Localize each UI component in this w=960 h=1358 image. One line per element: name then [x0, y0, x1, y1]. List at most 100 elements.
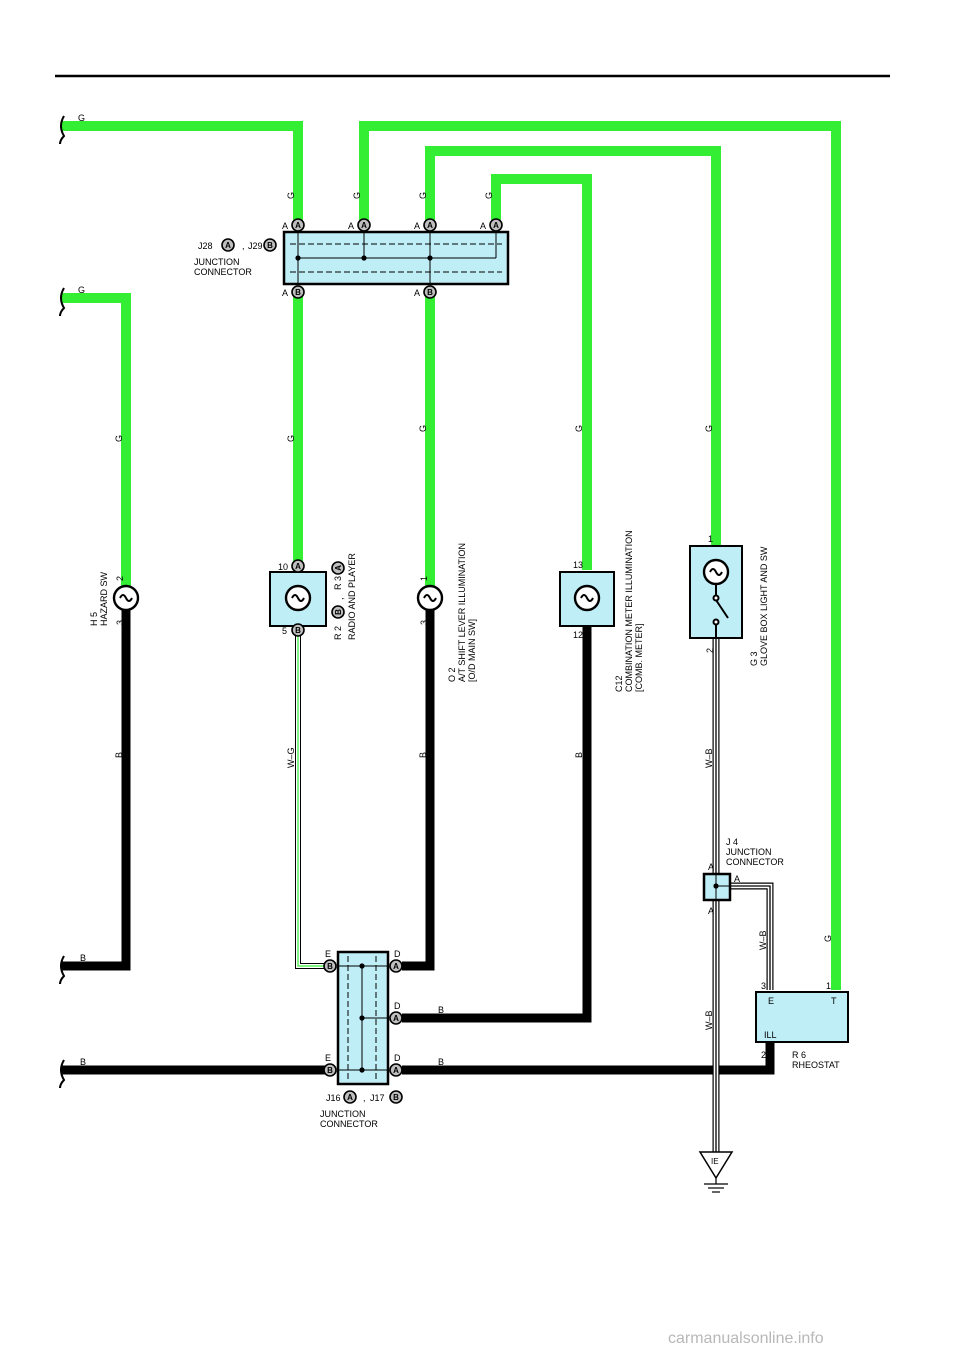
wire-label: B — [574, 752, 584, 758]
wire-label: W–B — [758, 930, 768, 950]
pin-label: 10 — [278, 562, 288, 572]
pin-letter: B — [427, 288, 433, 297]
wire-label: G — [418, 192, 428, 199]
wire-label: G — [78, 113, 85, 123]
pin-letter: B — [295, 288, 301, 297]
glovebox-switch-icon — [712, 584, 729, 638]
pin-label: A — [708, 862, 714, 872]
j16-line1: JUNCTION — [320, 1109, 366, 1119]
pin-label: D — [394, 1053, 401, 1063]
connector-letters: A A A A B B A B A B B A A B A A B — [225, 221, 499, 1102]
pin-label: A — [734, 874, 740, 884]
o2-name: A/T SHIFT LEVER ILLUMINATION — [457, 543, 467, 682]
junction-connector-j28 — [282, 230, 510, 286]
black-wires — [62, 610, 775, 1075]
pin-label: A — [414, 221, 420, 231]
pin-letter: B — [334, 609, 343, 615]
comma: , — [242, 241, 245, 251]
g3-name: GLOVE BOX LIGHT AND SW — [759, 546, 769, 666]
r2-name: RADIO AND PLAYER — [347, 553, 357, 640]
pin-label: A — [414, 288, 420, 298]
pin-letter: A — [225, 241, 231, 250]
pin-letter: B — [327, 962, 333, 971]
r6-name: RHEOSTAT — [792, 1060, 840, 1070]
j16-line2: CONNECTOR — [320, 1119, 378, 1129]
r3-code: R 3 — [333, 576, 343, 590]
wire-label: G — [484, 192, 494, 199]
j4-line2: CONNECTOR — [726, 857, 784, 867]
wire-g-to-glovebox — [425, 146, 721, 546]
pin-letter: A — [427, 221, 433, 230]
j29-code: J29 — [248, 241, 263, 251]
pin-label: 12 — [573, 630, 583, 640]
pin-letter: A — [295, 562, 301, 571]
r6-code: R 6 — [792, 1050, 806, 1060]
comma: , — [335, 597, 345, 600]
ground-label: IE — [711, 1157, 719, 1166]
wire-w-g — [295, 636, 332, 969]
j28-line1: JUNCTION — [194, 257, 240, 267]
pin-label: A — [348, 221, 354, 231]
c12-code: C12 — [614, 675, 624, 692]
pin-label: 2 — [115, 576, 125, 581]
wire-b-comb-meter — [402, 622, 592, 1023]
wire-label: G — [823, 935, 833, 942]
wire-label: G — [574, 425, 584, 432]
pin-letter: A — [334, 565, 343, 571]
wire-label: B — [114, 752, 124, 758]
wire-label: G — [286, 435, 296, 442]
wire-label: G — [352, 192, 362, 199]
pin-letter: B — [267, 241, 273, 250]
g3-code: G 3 — [749, 651, 759, 666]
pin-label: 13 — [573, 560, 583, 570]
pin-letter: B — [327, 1066, 333, 1075]
wire-label: B — [80, 1057, 86, 1067]
pin-letter: A — [393, 1066, 399, 1075]
wire-break-icon — [59, 115, 66, 1089]
comma: , — [363, 1093, 366, 1103]
wire-g-to-hazard — [62, 293, 131, 586]
junction-connector-j16 — [336, 950, 390, 1086]
pin-label: E — [325, 949, 331, 959]
wire-b-rheostat — [402, 1042, 775, 1075]
pin-labels: A A A A A A 10 5 13 12 1 E D D E D A A A… — [242, 221, 837, 1166]
wire-labels: G G B B B B — [78, 113, 444, 1067]
pin-letter: A — [493, 221, 499, 230]
h5-name: HAZARD SW — [99, 571, 109, 626]
pin-label: D — [394, 949, 401, 959]
wire-label: G — [286, 192, 296, 199]
pin-label: 1 — [708, 534, 713, 544]
pin-label: T — [831, 996, 837, 1006]
radio-box — [269, 571, 327, 627]
junction-connector-j4 — [702, 872, 732, 902]
wire-label: G — [704, 425, 714, 432]
pin-label: 2 — [705, 648, 715, 653]
component-labels: J28 J29 JUNCTION CONNECTOR J16 J17 JUNCT… — [194, 241, 840, 1129]
pin-letter: B — [295, 626, 301, 635]
pin-label: A — [282, 288, 288, 298]
pin-label: 1 — [419, 576, 429, 581]
wire-g-top-left — [62, 121, 303, 226]
wire-label: G — [114, 435, 124, 442]
bulb-filament-icon — [119, 568, 723, 602]
wire-label: B — [438, 1005, 444, 1015]
pin-label: A — [708, 906, 714, 916]
j4-code: J 4 — [726, 837, 738, 847]
wire-label: W–G — [286, 747, 296, 768]
j4-line1: JUNCTION — [726, 847, 772, 857]
pin-label: 2 — [761, 1050, 766, 1060]
pin-label: 5 — [282, 626, 287, 636]
pin-letter: B — [393, 1093, 399, 1102]
o2-sub: [O/D MAIN SW] — [467, 619, 477, 682]
pin-label: 3 — [761, 981, 766, 991]
c12-sub: [COMB. METER] — [634, 623, 644, 692]
j16-code: J16 — [326, 1093, 341, 1103]
j17-code: J17 — [370, 1093, 385, 1103]
wire-label: W–B — [704, 1010, 714, 1030]
pin-label: 3 — [419, 620, 429, 625]
j28-line2: CONNECTOR — [194, 267, 252, 277]
pin-label: ILL — [764, 1030, 777, 1040]
j28-code: J28 — [198, 241, 213, 251]
pin-letter: A — [347, 1093, 353, 1102]
connector-circle-icon — [221, 218, 503, 1104]
